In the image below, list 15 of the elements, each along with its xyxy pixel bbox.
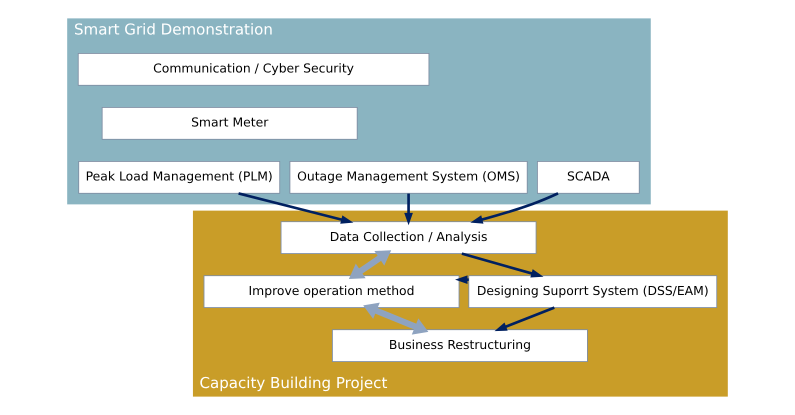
arrow xyxy=(404,194,413,226)
node-box: Communication / Cyber Security xyxy=(78,52,430,86)
arrow xyxy=(494,306,555,332)
node-box: Designing Suporrt System (DSS/EAM) xyxy=(468,275,718,308)
arrow xyxy=(470,192,559,224)
node-box: Smart Meter xyxy=(102,106,358,140)
arrow xyxy=(363,302,428,335)
node-box: Peak Load Management (PLM) xyxy=(78,161,280,194)
arrow xyxy=(461,252,544,278)
node-box: Business Restructuring xyxy=(332,329,588,362)
node-box: Improve operation method xyxy=(204,275,460,308)
arrow xyxy=(348,250,392,279)
node-box: Outage Management System (OMS) xyxy=(289,161,528,194)
node-box: Data Collection / Analysis xyxy=(280,221,537,254)
node-box: SCADA xyxy=(536,161,640,194)
